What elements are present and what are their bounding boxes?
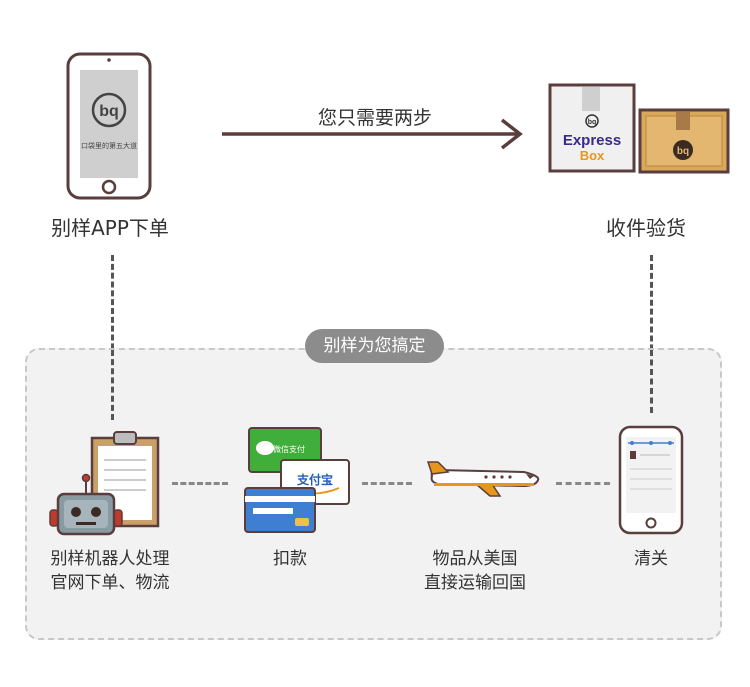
payment-cards-icon: 微信支付 支付宝: [244, 427, 350, 533]
step-left-label: 别样APP下单: [51, 216, 169, 240]
step-shipping-label: 物品从美国 直接运输回国: [424, 549, 526, 593]
panel-badge: 别样为您搞定: [305, 329, 444, 363]
arrow-right-icon: [222, 118, 523, 150]
phone-logo-text: bq: [99, 103, 119, 120]
phone-icon: bq 口袋里的第五大道: [66, 52, 152, 200]
step-robot-label: 别样机器人处理 官网下单、物流: [50, 549, 170, 593]
cardboard-box-icon: bq: [638, 108, 730, 174]
connector-2: [362, 482, 412, 485]
alipay-label: 支付宝: [296, 472, 333, 487]
arrow-caption: 您只需要两步: [317, 107, 432, 129]
airplane-icon: [426, 461, 540, 497]
step-payment-label: 扣款: [273, 549, 307, 569]
robot-clipboard-icon: [49, 431, 160, 536]
wechat-pay-label: 微信支付: [273, 444, 305, 454]
customs-phone-icon: [618, 425, 684, 535]
left-connector: [111, 255, 114, 420]
right-connector: [650, 255, 653, 413]
step-customs-label: 清关: [634, 549, 668, 569]
svg-text:bq: bq: [588, 119, 597, 126]
connector-1: [172, 482, 228, 485]
step-right-label: 收件验货: [606, 216, 686, 240]
express-box-icon: bq Express Box: [548, 83, 636, 173]
express-box-line2: Box: [580, 148, 605, 163]
svg-text:bq: bq: [677, 146, 689, 157]
connector-3: [556, 482, 610, 485]
phone-screen-text: 口袋里的第五大道: [81, 141, 137, 150]
express-box-line1: Express: [563, 132, 621, 149]
